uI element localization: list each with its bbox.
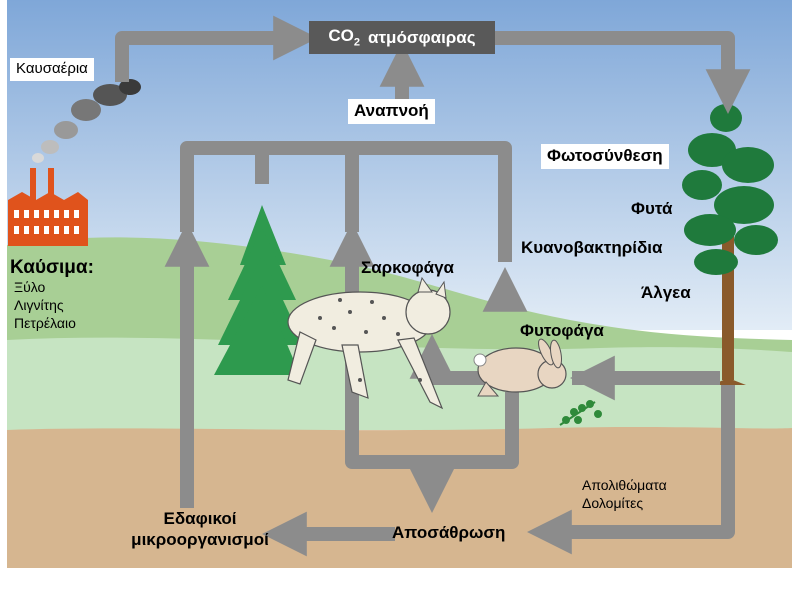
arrow-tree-to-decomposition [527, 385, 735, 555]
factory [8, 168, 88, 246]
co2-formula: CO2 [328, 26, 360, 49]
smoke [32, 79, 141, 163]
dolomites-label: Δολομίτες [582, 495, 644, 511]
arrow-exhaust-to-co2 [115, 15, 318, 82]
co2-atmosphere-label: ατμόσφαιρας [368, 27, 476, 47]
respiration-label: Αναπνοή [348, 99, 435, 124]
cyanobacteria-label: Κυανοβακτηρίδια [521, 238, 663, 257]
lynx-carnivore [287, 276, 451, 410]
exhaust-label: Καυσαέρια [10, 58, 94, 81]
tall-tree [682, 104, 778, 385]
arrow-carnivores-to-decomposition [345, 430, 455, 513]
small-plant [559, 400, 602, 426]
soil-microorganisms-label-2: μικροοργανισμοί [131, 530, 269, 549]
plants-label: Φυτά [631, 199, 673, 218]
carnivores-label: Σαρκοφάγα [361, 258, 454, 277]
soil-microorganisms-label-1: Εδαφικοί [163, 509, 237, 528]
fuel-wood: Ξύλο [14, 279, 46, 295]
herbivores-label: Φυτοφάγα [520, 321, 604, 340]
decomposition-label: Αποσάθρωση [392, 523, 506, 542]
arrow-co2-to-tree [495, 31, 751, 114]
photosynthesis-label: Φωτοσύνθεση [541, 144, 669, 169]
fossils-label: Απολιθώματα [582, 477, 667, 493]
arrow-herbivores-to-decomposition [432, 392, 519, 469]
algae-label: Άλγεα [641, 283, 691, 302]
small-conifer [214, 205, 304, 375]
rabbit-herbivore [473, 338, 567, 397]
fuels-title: Καύσιμα: [10, 257, 94, 278]
fuel-lignite: Λιγνίτης [14, 297, 64, 313]
fuel-oil: Πετρέλαιο [14, 315, 76, 331]
co2-atmosphere-box: CO2 ατμόσφαιρας [309, 21, 495, 54]
